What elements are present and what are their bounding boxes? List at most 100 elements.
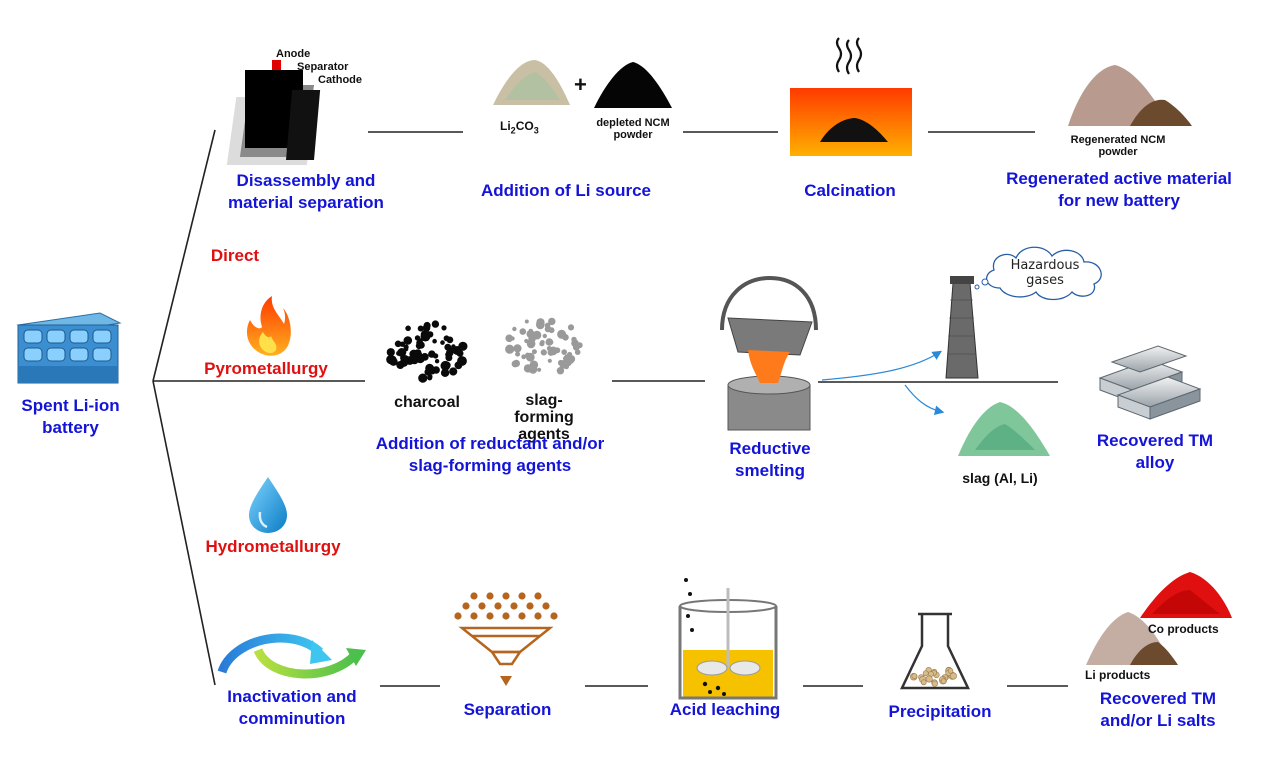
particle [567,324,575,331]
route-direct-label: Direct [210,246,260,265]
particle [441,325,447,331]
calcination-label: Calcination [804,181,896,200]
particle [519,328,527,335]
calcination-furnace-icon [790,88,912,156]
particle [410,356,419,365]
li2co3-label: Li2CO3 [500,119,539,136]
particle [425,363,434,373]
particle [554,347,561,354]
particle [415,342,423,350]
particle [418,373,428,383]
tm-alloy-label: Recovered TM alloy [1096,431,1214,472]
acid-leaching-label: Acid leaching [669,700,781,719]
inactivation-label: Inactivation and comminution [227,687,357,728]
li-source-label: Addition of Li source [481,181,651,200]
particle [505,334,513,343]
particle [563,363,570,370]
separation-label: Separation [463,700,552,719]
particle [440,368,450,377]
particle [532,330,542,340]
particle [515,351,521,357]
particle [542,333,547,339]
tree-connectors [152,129,365,686]
particle [518,612,526,620]
separation-funnel-icon [454,592,558,686]
slag-agents-label: slag-forming agents [514,392,574,443]
particle [386,348,395,357]
particle [512,326,517,332]
particle [531,349,537,355]
particle [454,612,462,620]
particle [920,679,927,686]
slag-arrow [904,384,945,416]
slag-pile-icon [958,402,1050,456]
metal-ingots-icon [1098,345,1202,420]
co-products-powder-icon [1140,572,1232,618]
particle [455,347,461,354]
particle [440,340,445,345]
hazardous-gases-label: Hazardous gases [1010,258,1080,288]
particle [576,342,583,349]
flame-icon [246,296,291,356]
particle [526,602,534,610]
particle [544,325,552,333]
battery-pack-icon [16,312,122,384]
particle [451,344,456,349]
plus-sign: + [574,72,587,97]
particle [417,325,424,332]
particle [521,354,527,360]
cycle-arrows-icon [217,633,366,679]
particle [405,325,411,332]
reductive-smelting-label: Reductive smelting [729,439,811,480]
disassembly-label: Disassembly and material separation [228,171,384,212]
particle [446,336,454,344]
particle [470,592,478,600]
particle [534,592,542,600]
reductant-addition-label: Addition of reductant and/or slag-formin… [375,434,605,475]
precipitation-label: Precipitation [888,702,992,721]
cathode-label: Cathode [318,74,362,86]
row-connectors [368,131,1068,687]
particle [931,680,938,687]
route-hydrometallurgy-label: Hydrometallurgy [205,537,341,556]
particle [518,592,526,600]
particle [431,320,440,328]
particle [511,360,519,368]
water-drop-icon [249,477,287,533]
particle [486,612,494,620]
co-products-label: Co products [1148,622,1219,636]
particle [525,352,535,362]
particle [478,602,486,610]
li-products-powder-icon [1086,612,1178,665]
particle [403,336,413,345]
heat-waves-icon [835,37,863,75]
particle [505,344,515,354]
particle [423,321,431,330]
particle [523,364,533,373]
leaching-beaker-icon [678,578,778,700]
particle [537,367,542,372]
particle [486,592,494,600]
route-pyrometallurgy-label: Pyrometallurgy [204,359,328,378]
depleted-ncm-label: depleted NCM powder [596,117,670,141]
slag-label: slag (Al, Li) [962,470,1038,486]
particle [432,338,437,344]
particle [556,367,565,375]
charcoal-particles-icon [386,320,468,383]
particle [538,318,544,324]
gas-arrow [821,350,943,381]
particle [925,675,933,683]
gas-cloud-icon [974,246,1102,301]
particle [494,602,502,610]
tm-li-salts-label: Recovered TM and/or Li salts [1099,689,1217,730]
particle [949,672,957,680]
particle [524,319,529,324]
particle [502,612,510,620]
spent-battery-label: Spent Li-ion battery [21,396,120,437]
particle [389,357,398,366]
particle [524,338,529,344]
particle [557,329,567,339]
particle [550,612,558,620]
particle [427,375,433,381]
